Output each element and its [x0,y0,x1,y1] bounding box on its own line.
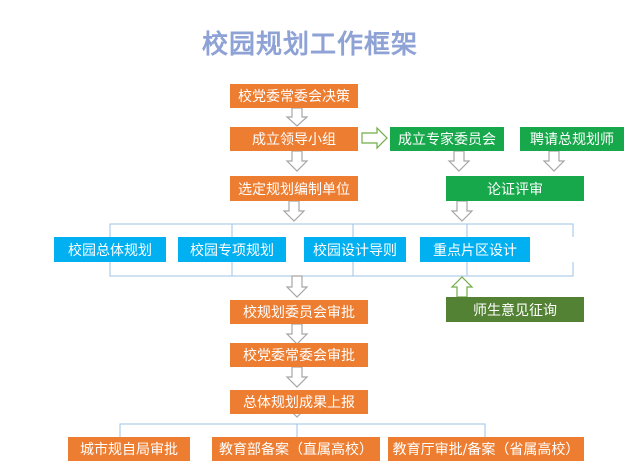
arrow-right-green [361,126,388,150]
arrow-down-5 [285,323,309,345]
node-design-guide: 校园设计导则 [304,237,406,262]
node-party-approval: 校党委常委会审批 [230,343,368,367]
node-submit-results: 总体规划成果上报 [230,390,368,414]
diagram-title: 校园规划工作框架 [201,30,418,60]
node-hire-planner: 聘请总规划师 [520,127,624,151]
node-master-plan: 校园总体规划 [54,237,166,262]
node-committee-approval: 校规划委员会审批 [230,300,368,324]
node-select-unit: 选定规划编制单位 [230,176,358,201]
arrow-down-review-2 [542,150,566,172]
node-ministry-record: 教育部备案（直属高校） [212,437,380,461]
arrow-down-review-3 [450,200,474,222]
branch-connector-top [109,223,574,237]
node-expert-committee: 成立专家委员会 [390,127,504,151]
node-argument-review: 论证评审 [446,176,584,201]
arrow-down-4 [285,275,309,298]
arrow-down-6 [285,366,309,388]
arrow-down-2 [285,150,309,172]
branch-connector-bottom [119,423,486,437]
node-key-area: 重点片区设计 [420,237,530,262]
arrow-down-3 [282,200,306,222]
merge-connector [109,262,574,277]
arrow-up-green [450,276,474,298]
node-city-approval: 城市规自局审批 [68,437,190,461]
node-special-plan: 校园专项规划 [178,237,286,262]
arrow-down-review-1 [447,150,471,172]
node-dept-record: 教育厅审批/备案（省属高校） [388,437,584,461]
node-faculty-opinion: 师生意见征询 [446,297,584,322]
node-party-decision: 校党委常委会决策 [230,84,358,108]
arrow-down-1 [285,107,309,127]
node-leader-group: 成立领导小组 [230,127,358,151]
